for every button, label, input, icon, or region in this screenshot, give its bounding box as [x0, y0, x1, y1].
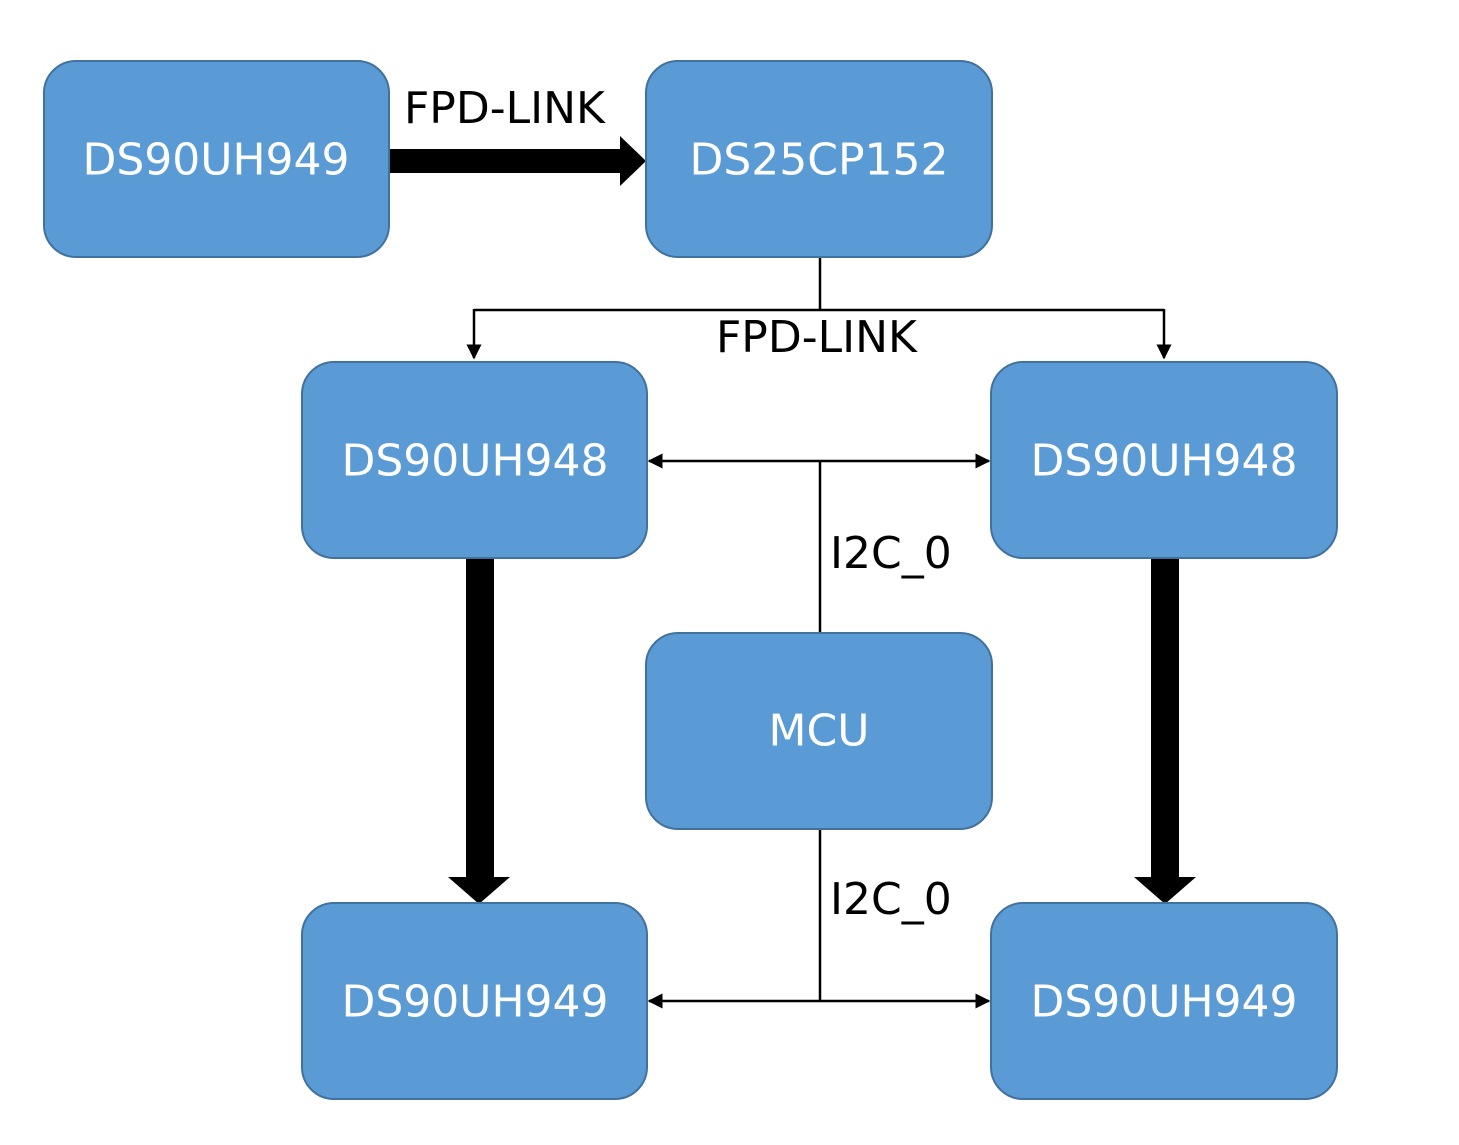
node-ds90uh949-right: DS90UH949 — [990, 902, 1338, 1100]
thick-arrow-source-to-splitter — [388, 136, 646, 186]
thick-arrow-left-down — [448, 557, 510, 904]
node-ds25cp152-splitter: DS25CP152 — [645, 60, 993, 258]
node-ds90uh948-right: DS90UH948 — [990, 361, 1338, 559]
node-mcu: MCU — [645, 632, 993, 830]
edge-label-fpd-link-top: FPD-LINK — [404, 83, 606, 134]
node-label: DS90UH949 — [82, 135, 349, 186]
node-label: DS90UH948 — [341, 436, 608, 487]
node-ds90uh949-source: DS90UH949 — [43, 60, 390, 258]
node-ds90uh949-left: DS90UH949 — [301, 902, 648, 1100]
fanout-lines — [466, 258, 1172, 360]
node-label: DS90UH949 — [341, 977, 608, 1028]
i2c-bus-upper — [647, 453, 991, 633]
edge-label-i2c-lower: I2C_0 — [830, 874, 952, 925]
i2c-bus-lower — [647, 830, 991, 1009]
edge-label-i2c-upper: I2C_0 — [830, 528, 952, 579]
node-ds90uh948-left: DS90UH948 — [301, 361, 648, 559]
node-label: DS90UH948 — [1030, 436, 1297, 487]
thick-arrow-right-down — [1134, 557, 1196, 904]
node-label: DS25CP152 — [689, 135, 948, 186]
node-label: MCU — [769, 706, 870, 757]
edge-label-fpd-link-fanout: FPD-LINK — [716, 312, 918, 363]
node-label: DS90UH949 — [1030, 977, 1297, 1028]
